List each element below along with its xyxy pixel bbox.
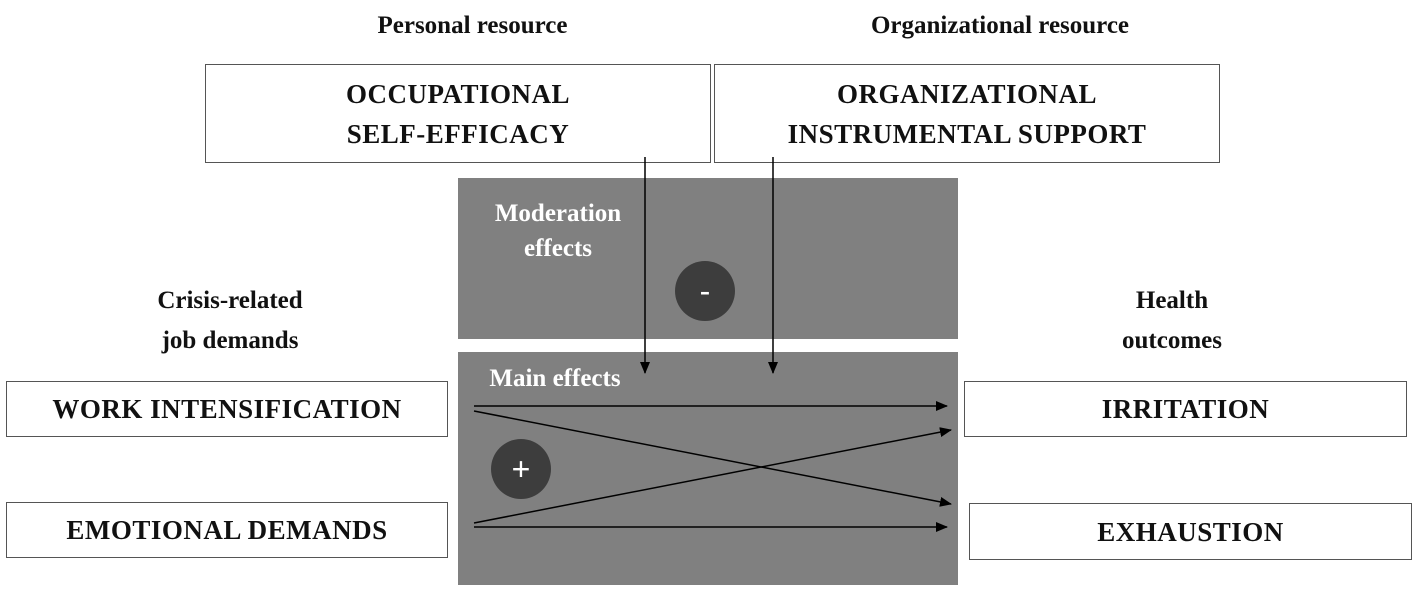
irritation-box: IRRITATION xyxy=(964,381,1407,437)
self-efficacy-line-2: SELF-EFFICACY xyxy=(346,118,570,149)
emotional-demands-box: EMOTIONAL DEMANDS xyxy=(6,502,448,558)
self-efficacy-line-1: OCCUPATIONAL xyxy=(345,78,570,109)
instrumental-support-line-2: INSTRUMENTAL SUPPORT xyxy=(787,118,1147,149)
exhaustion-label: EXHAUSTION xyxy=(1097,516,1284,547)
work-intensification-to-exhaustion-arrow xyxy=(473,410,952,507)
health-outcomes-heading-line-1: Health xyxy=(1135,287,1209,314)
moderation-title-line-1: Moderation xyxy=(494,200,622,227)
organizational-instrumental-support-box: ORGANIZATIONAL INSTRUMENTAL SUPPORT xyxy=(714,64,1220,163)
instrumental-support-line-1: ORGANIZATIONAL xyxy=(836,78,1098,109)
work-intensification-label: WORK INTENSIFICATION xyxy=(52,394,402,424)
health-outcomes-heading: Health outcomes xyxy=(1072,281,1272,361)
positive-main-effect-badge: + xyxy=(491,439,551,499)
main-effects-title: Main effects xyxy=(489,365,621,392)
moderation-effects-title: Moderation effects xyxy=(468,196,648,266)
health-outcomes-heading-line-2: outcomes xyxy=(1122,327,1222,354)
personal-resource-heading: Personal resource xyxy=(377,12,568,39)
job-demands-heading-line-2: job demands xyxy=(161,327,299,354)
job-demands-heading: Crisis-related job demands xyxy=(100,281,360,361)
emotional-demands-label: EMOTIONAL DEMANDS xyxy=(66,515,388,545)
organizational-resource-heading: Organizational resource xyxy=(870,12,1130,39)
work-intensification-box: WORK INTENSIFICATION xyxy=(6,381,448,437)
occupational-self-efficacy-box: OCCUPATIONAL SELF-EFFICACY xyxy=(205,64,711,163)
job-demands-heading-line-1: Crisis-related xyxy=(157,287,303,314)
exhaustion-box: EXHAUSTION xyxy=(969,503,1412,560)
irritation-label: IRRITATION xyxy=(1101,394,1270,424)
emotional-demands-to-irritation-arrow xyxy=(473,427,952,524)
negative-moderation-badge: - xyxy=(675,261,735,321)
moderation-title-line-2: effects xyxy=(524,235,592,262)
